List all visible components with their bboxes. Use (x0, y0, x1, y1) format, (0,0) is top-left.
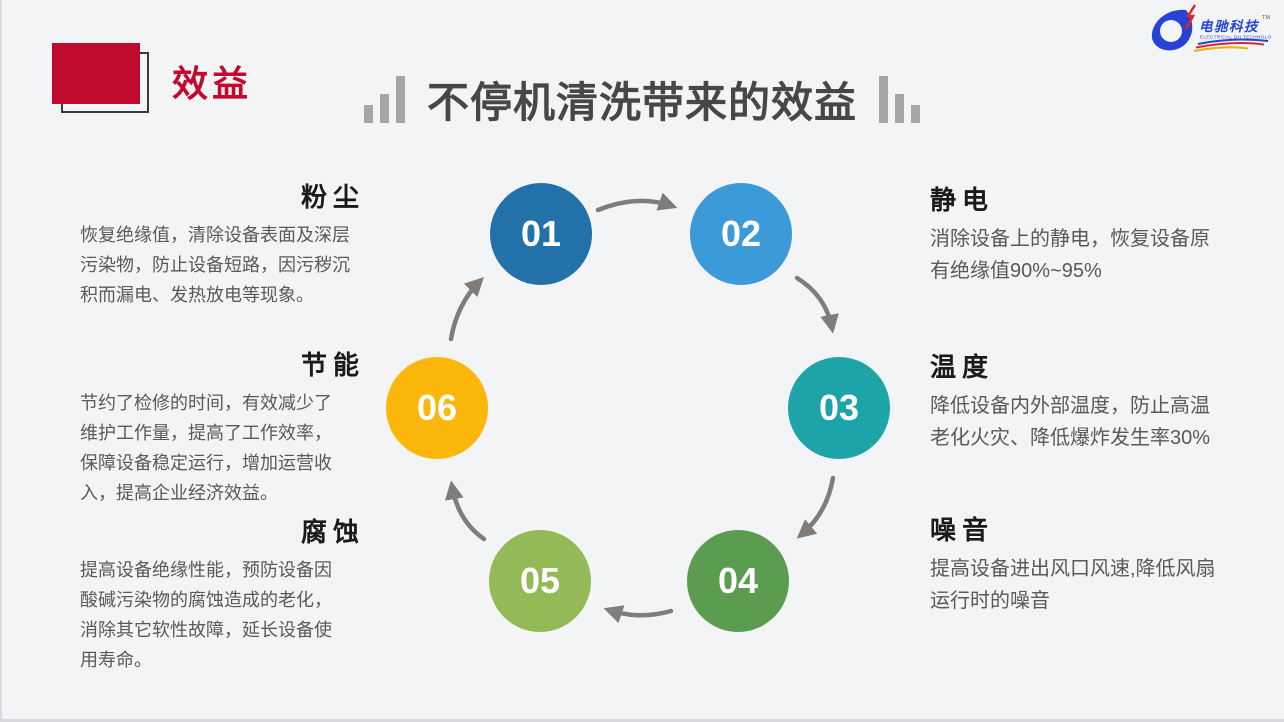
step-number: 02 (720, 213, 762, 254)
page-title: 不停机清洗带来的效益 (426, 78, 857, 126)
company-logo: 电驰科技 TM ELECTRICAL DH TECHNOLOGY (1146, 4, 1279, 58)
step-number: 04 (717, 560, 759, 601)
benefit-description: 节约了检修的时间，有效减少了 维护工作量，提高了工作效率， 保障设备稳定运行，增… (80, 393, 332, 503)
benefit-block-temperature: 温度 降低设备内外部温度，防止高温 老化火灾、降低爆炸发生率30% (930, 351, 1252, 454)
step-circle-05: 05 (489, 530, 591, 632)
benefit-block-static: 静电 消除设备上的静电，恢复设备原 有绝缘值90%~95% (930, 184, 1252, 287)
benefit-block-corrosion: 腐蚀 提高设备绝缘性能，预防设备因 酸碱污染物的腐蚀造成的老化， 消除其它软性故… (80, 516, 365, 675)
benefit-description: 提高设备绝缘性能，预防设备因 酸碱污染物的腐蚀造成的老化， 消除其它软性故障，延… (80, 560, 332, 670)
logo-tm: TM (1262, 15, 1270, 21)
benefit-block-noise: 噪音 提高设备进出风口风速,降低风扇 运行时的噪音 (930, 514, 1252, 617)
step-circle-02: 02 (690, 183, 792, 285)
logo-brand-text: 电驰科技 (1199, 19, 1260, 34)
benefit-heading: 噪音 (930, 515, 995, 545)
benefit-block-dust: 粉尘 恢复绝缘值，清除设备表面及深层 污染物，防止设备短路，因污秽沉 积而漏电、… (80, 181, 365, 310)
benefit-description: 消除设备上的静电，恢复设备原 有绝缘值90%~95% (930, 228, 1210, 282)
benefit-block-energy-saving: 节能 节约了检修的时间，有效减少了 维护工作量，提高了工作效率， 保障设备稳定运… (80, 349, 365, 508)
benefit-heading: 腐蚀 (300, 517, 365, 547)
step-number: 03 (818, 387, 860, 428)
benefit-heading: 静电 (930, 185, 995, 215)
logo-stripes (1193, 38, 1269, 52)
section-label: 效益 (172, 63, 253, 104)
logo-d-hole (1160, 20, 1182, 42)
arrow-04-05 (603, 605, 674, 624)
arrow-05-06 (444, 480, 487, 542)
step-number: 01 (520, 213, 562, 254)
window-edge-left (0, 0, 2, 722)
header-accent-square (52, 43, 140, 104)
title-bars-left-icon (363, 76, 405, 126)
arrow-02-03 (794, 275, 839, 334)
step-number: 06 (416, 387, 458, 428)
benefit-heading: 粉尘 (300, 182, 365, 212)
arrow-03-04 (796, 475, 836, 539)
logo-tagline: ELECTRICAL DH TECHNOLOGY (1200, 35, 1272, 40)
step-circle-04: 04 (687, 530, 789, 632)
title-row: 不停机清洗带来的效益 (0, 70, 1284, 126)
arrow-06-01 (448, 276, 485, 342)
arrow-01-02 (595, 192, 678, 213)
step-circle-03: 03 (788, 357, 890, 459)
step-circle-01: 01 (490, 183, 592, 285)
step-circle-06: 06 (386, 357, 488, 459)
benefit-description: 恢复绝缘值，清除设备表面及深层 污染物，防止设备短路，因污秽沉 积而漏电、发热放… (80, 225, 350, 305)
title-bars-right-icon (879, 76, 920, 126)
benefit-heading: 节能 (300, 350, 365, 380)
benefit-description: 提高设备进出风口风速,降低风扇 运行时的噪音 (930, 558, 1216, 612)
benefit-description: 降低设备内外部温度，防止高温 老化火灾、降低爆炸发生率30% (930, 395, 1211, 449)
benefit-heading: 温度 (930, 352, 995, 382)
window-edge-bottom (0, 719, 1284, 722)
logo-lightning-icon (1184, 4, 1197, 30)
step-number: 05 (519, 560, 561, 601)
